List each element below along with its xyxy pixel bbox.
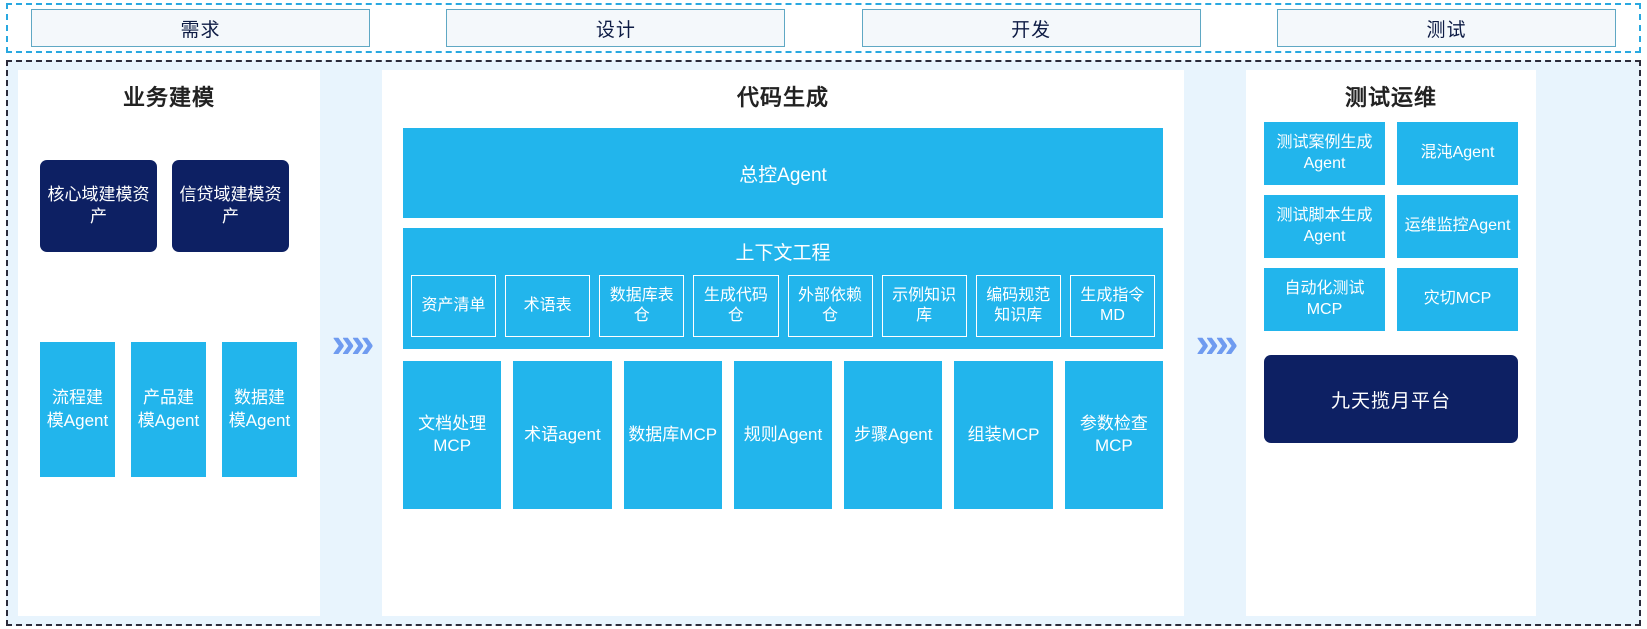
panel-title: 业务建模 — [122, 85, 215, 110]
panel-row: 业务建模 核心域建模资产 信贷域建模资产 流程建模Agent 产品建模Agent… — [18, 70, 1629, 616]
tile-label: 总控Agent — [739, 164, 827, 186]
tile-label: 灾切MCP — [1423, 290, 1492, 308]
tile-label: 信贷域建模资产 — [179, 185, 282, 226]
tile-process-modeling-agent[interactable]: 流程建模Agent — [40, 342, 115, 477]
tile-product-modeling-agent[interactable]: 产品建模Agent — [131, 342, 206, 477]
tile-rule-agent[interactable]: 规则Agent — [733, 361, 833, 509]
tile-test-script-generation-agent[interactable]: 测试脚本生成Agent — [1264, 195, 1385, 258]
tile-label: 生成指令MD — [1080, 287, 1145, 324]
context-engineering-title: 上下文工程 — [735, 243, 831, 264]
flow-arrow-right: »» — [1184, 70, 1246, 616]
tile-label: 运维监控Agent — [1404, 217, 1511, 235]
tile-assembly-mcp[interactable]: 组装MCP — [954, 361, 1053, 509]
panel-title: 代码生成 — [736, 85, 829, 110]
tile-label: 编码规范知识库 — [986, 287, 1051, 324]
tile-label: 混沌Agent — [1420, 144, 1495, 162]
tile-generated-code-repo[interactable]: 生成代码仓 — [693, 275, 779, 337]
tile-parameter-check-mcp[interactable]: 参数检查MCP — [1064, 361, 1163, 509]
tile-database-table-repo[interactable]: 数据库表仓 — [599, 275, 685, 337]
architecture-diagram: 业务建模 核心域建模资产 信贷域建模资产 流程建模Agent 产品建模Agent… — [6, 60, 1641, 626]
tile-automated-test-mcp[interactable]: 自动化测试MCP — [1264, 268, 1385, 331]
panel-test-operations: 测试运维 测试案例生成Agent 混沌Agent 测试脚本生成Agent 运维监… — [1246, 70, 1536, 616]
tile-label: 测试案例生成Agent — [1276, 133, 1373, 172]
tile-document-processing-mcp[interactable]: 文档处理MCP — [403, 361, 502, 509]
tile-label: 外部依赖仓 — [798, 287, 863, 324]
context-item-row: 资产清单 术语表 数据库表仓 生成代码仓 外部依赖仓 — [411, 275, 1155, 337]
tile-label: 流程建模Agent — [46, 388, 109, 430]
phase-label: 开发 — [1011, 19, 1052, 41]
tile-label: 生成代码仓 — [703, 287, 768, 324]
context-engineering-block: 上下文工程 资产清单 术语表 数据库表仓 生成代码仓 — [403, 228, 1163, 349]
tile-label: 数据库表仓 — [609, 287, 674, 324]
tile-jiutian-lanyue-platform[interactable]: 九天揽月平台 — [1264, 355, 1518, 443]
tile-label: 参数检查MCP — [1079, 413, 1148, 455]
tile-label: 步骤Agent — [854, 424, 933, 444]
tile-step-agent[interactable]: 步骤Agent — [844, 361, 943, 509]
test-tile-grid: 测试案例生成Agent 混沌Agent 测试脚本生成Agent 运维监控Agen… — [1264, 122, 1518, 331]
business-agent-group: 流程建模Agent 产品建模Agent 数据建模Agent — [40, 342, 297, 477]
tile-chaos-agent[interactable]: 混沌Agent — [1397, 122, 1518, 185]
tile-glossary-agent[interactable]: 术语agent — [513, 361, 612, 509]
tile-label: 术语agent — [524, 424, 601, 444]
panel-title: 测试运维 — [1344, 85, 1437, 110]
phase-box-design[interactable]: 设计 — [446, 9, 786, 47]
tile-label: 术语表 — [523, 297, 572, 315]
tool-row: 文档处理MCP 术语agent 数据库MCP 规则Agent 步骤Agent — [403, 361, 1163, 509]
code-generation-content: 总控Agent 上下文工程 资产清单 术语表 数据库表仓 — [403, 128, 1163, 509]
tile-label: 测试脚本生成Agent — [1276, 206, 1373, 245]
double-chevron-right-icon: »» — [1195, 319, 1239, 366]
phase-strip: 需求 设计 开发 测试 — [6, 3, 1641, 53]
tile-label: 组装MCP — [967, 424, 1040, 444]
tile-example-knowledge-base[interactable]: 示例知识库 — [881, 275, 967, 337]
tile-glossary[interactable]: 术语表 — [505, 275, 591, 337]
flow-arrow-left: »» — [320, 70, 382, 616]
tile-label: 核心域建模资产 — [47, 185, 150, 226]
tile-core-domain-asset[interactable]: 核心域建模资产 — [40, 160, 157, 252]
tile-asset-inventory[interactable]: 资产清单 — [411, 275, 497, 337]
double-chevron-right-icon: »» — [331, 319, 375, 366]
tile-test-case-generation-agent[interactable]: 测试案例生成Agent — [1264, 122, 1385, 185]
tile-label: 自动化测试MCP — [1284, 279, 1365, 318]
panel-code-generation: 代码生成 总控Agent 上下文工程 资产清单 术语表 — [382, 70, 1184, 616]
tile-label: 资产清单 — [421, 297, 486, 315]
tile-ops-monitoring-agent[interactable]: 运维监控Agent — [1397, 195, 1518, 258]
phase-box-requirements[interactable]: 需求 — [31, 9, 370, 47]
tile-disaster-switch-mcp[interactable]: 灾切MCP — [1397, 268, 1518, 331]
phase-box-testing[interactable]: 测试 — [1276, 9, 1616, 47]
phase-box-development[interactable]: 开发 — [861, 9, 1201, 47]
tile-credit-domain-asset[interactable]: 信贷域建模资产 — [172, 160, 289, 252]
business-asset-group: 核心域建模资产 信贷域建模资产 — [40, 160, 289, 252]
phase-label: 测试 — [1426, 19, 1467, 41]
tile-external-dependency-repo[interactable]: 外部依赖仓 — [787, 275, 873, 337]
panel-business-modeling: 业务建模 核心域建模资产 信贷域建模资产 流程建模Agent 产品建模Agent… — [18, 70, 320, 616]
tile-label: 数据建模Agent — [228, 388, 291, 430]
tile-coding-standard-knowledge-base[interactable]: 编码规范知识库 — [975, 275, 1061, 337]
test-operations-content: 测试案例生成Agent 混沌Agent 测试脚本生成Agent 运维监控Agen… — [1264, 122, 1518, 443]
tile-master-control-agent[interactable]: 总控Agent — [403, 128, 1163, 218]
tile-label: 九天揽月平台 — [1330, 390, 1451, 412]
tile-label: 示例知识库 — [892, 287, 957, 324]
tile-label: 产品建模Agent — [137, 388, 200, 430]
tile-label: 文档处理MCP — [418, 413, 487, 455]
tile-data-modeling-agent[interactable]: 数据建模Agent — [222, 342, 297, 477]
phase-label: 需求 — [180, 19, 221, 41]
tile-label: 规则Agent — [743, 424, 823, 444]
phase-label: 设计 — [595, 19, 636, 41]
tile-label: 数据库MCP — [628, 424, 718, 444]
tile-generation-instruction-md[interactable]: 生成指令MD — [1069, 275, 1155, 337]
tile-database-mcp[interactable]: 数据库MCP — [623, 361, 722, 509]
